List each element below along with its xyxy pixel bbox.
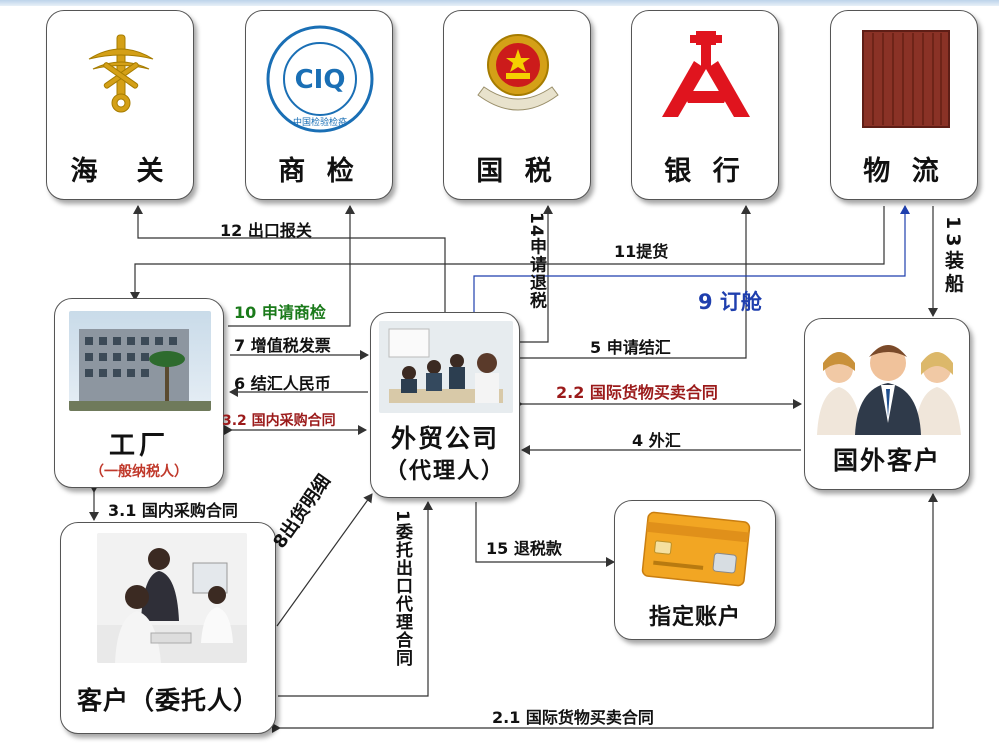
flow-14-label: 14申请退税 (526, 212, 546, 310)
flow-1-label: 1委托出口代理合同 (392, 510, 412, 667)
flow-11-label: 11提货 (614, 242, 669, 261)
flow-12-line (133, 205, 446, 312)
node-bank: 银 行 (631, 10, 779, 200)
flow-5-line (520, 205, 751, 359)
inspection-label: 商 检 (278, 156, 360, 187)
flow-13-label: 13装船 (942, 216, 964, 297)
ciq-logo-icon: CIQ 中国检验检疫 (266, 25, 374, 133)
flow-22-label: 2.2 国际货物买卖合同 (556, 383, 718, 402)
flow-11-line (130, 206, 885, 301)
tax-label: 国 税 (476, 156, 558, 187)
ciq-logo-text: CIQ (295, 65, 346, 95)
flow-5-label: 5 申请结汇 (590, 338, 671, 357)
trade-company-label: 外贸公司 (390, 424, 499, 453)
node-client: 客户（委托人） (60, 522, 276, 734)
node-foreign-client: 国外客户 (804, 318, 970, 490)
flow-15-label: 15 退税款 (486, 539, 562, 558)
trade-company-sublabel: （代理人） (384, 459, 505, 484)
customs-label: 海 关 (70, 156, 170, 187)
flow-14-line (520, 205, 553, 343)
flow-9-line (473, 205, 910, 312)
flow-21-label: 2.1 国际货物买卖合同 (492, 708, 654, 727)
node-factory: 工厂 （一般纳税人） (54, 298, 224, 488)
tax-emblem-icon (477, 34, 559, 111)
foreign-client-label: 国外客户 (832, 446, 941, 475)
client-label: 客户（委托人） (76, 686, 259, 715)
client-photo (97, 533, 247, 663)
container-icon (862, 30, 950, 128)
flow-4-label: 4 外汇 (632, 431, 681, 450)
factory-sublabel: （一般纳税人） (90, 464, 188, 480)
factory-label: 工厂 (108, 431, 169, 461)
flow-21-line (272, 493, 938, 733)
flow-6-label: 6 结汇人民币 (234, 374, 331, 393)
trade-company-photo (379, 321, 513, 413)
factory-photo (69, 311, 211, 411)
flow-9-label: 9 订舱 (698, 290, 762, 314)
node-inspection: CIQ 中国检验检疫 商 检 (245, 10, 393, 200)
flow-12-label: 12 出口报关 (220, 221, 312, 240)
bank-label: 银 行 (664, 156, 746, 187)
flow-7-label: 7 增值税发票 (234, 336, 331, 355)
designated-account-label: 指定账户 (648, 605, 741, 630)
flow-10-label: 10 申请商检 (234, 303, 326, 322)
flow-31-label: 3.1 国内采购合同 (108, 501, 238, 520)
node-tax: 国 税 (443, 10, 591, 200)
bank-logo-icon (662, 31, 750, 117)
flow-10-line (228, 205, 355, 327)
node-logistics: 物 流 (830, 10, 978, 200)
logistics-label: 物 流 (863, 156, 945, 187)
customs-emblem-icon (88, 34, 154, 113)
foreign-client-photo (811, 327, 965, 435)
node-customs: 海 关 (46, 10, 194, 200)
node-trade-company: 外贸公司 （代理人） (370, 312, 520, 498)
bank-card-icon (641, 511, 751, 587)
top-decor-bar (0, 0, 999, 6)
flow-32-label: 3.2 国内采购合同 (222, 413, 336, 429)
node-designated-account: 指定账户 (614, 500, 776, 640)
ciq-ring-text: 中国检验检疫 (293, 116, 347, 128)
